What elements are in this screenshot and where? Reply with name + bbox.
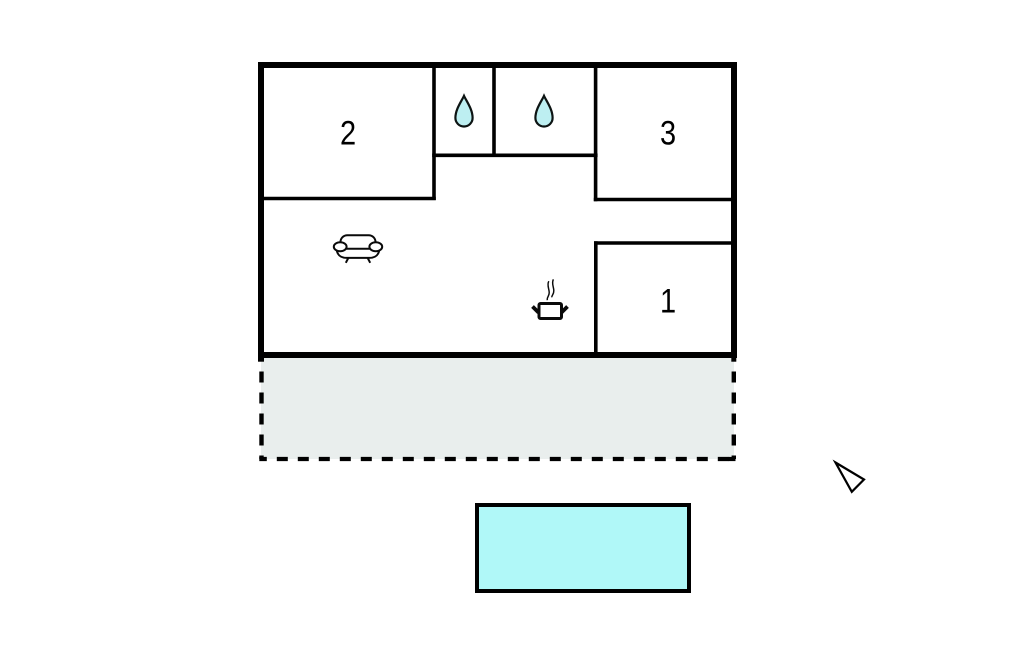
- svg-text:3: 3: [660, 113, 676, 152]
- svg-text:1: 1: [660, 281, 676, 320]
- svg-text:2: 2: [340, 113, 356, 152]
